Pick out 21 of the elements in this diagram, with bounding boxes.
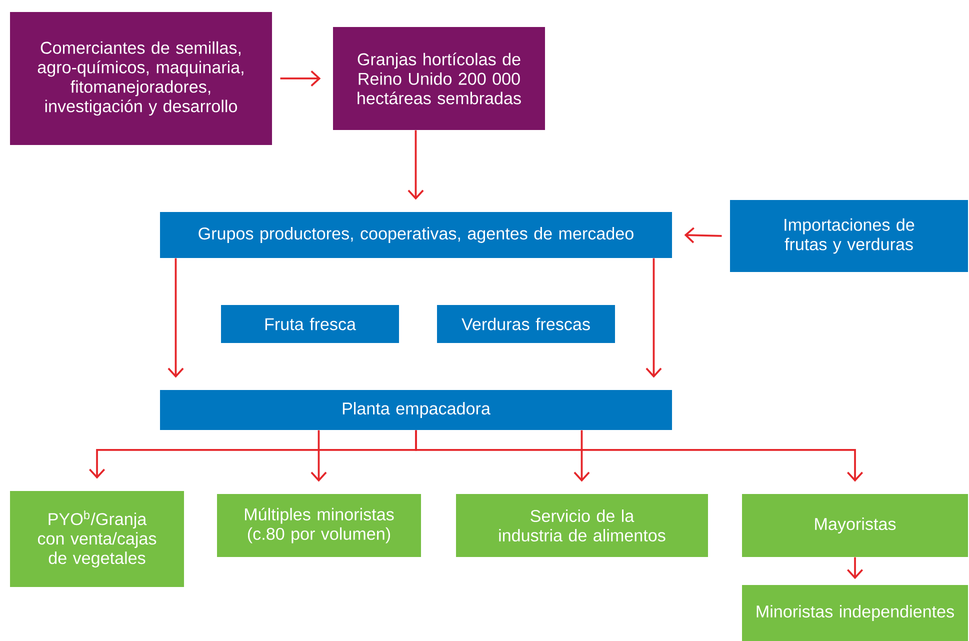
source-box: Comerciantes de semillas, agro-químicos, maquinaria, fitomanejoradores, investigación y desarrollo	[10, 12, 272, 145]
arrow	[684, 227, 722, 244]
process-box: Verduras frescas	[437, 305, 615, 343]
outlet-box: PYO$^{b}$/Granja con venta/cajas de vegetales	[10, 491, 184, 587]
outlet-box: Servicio de la industria de alimentos	[456, 494, 708, 557]
arrow	[408, 130, 424, 200]
outlet-box: Múltiples minoristas (c.80 por volumen)	[217, 494, 421, 557]
process-box: Fruta fresca	[221, 305, 399, 343]
outlet-box: Minoristas independientes	[742, 585, 968, 641]
outlet-box: Mayoristas	[742, 494, 968, 557]
arrow	[846, 557, 864, 580]
arrow	[646, 258, 662, 378]
arrow	[310, 430, 327, 482]
arrow	[574, 430, 590, 482]
source-box: Granjas hortícolas de Reino Unido 200 000 hectáreas sembradas	[333, 27, 545, 130]
process-box: Grupos productores, cooperativas, agentes de mercadeo	[160, 212, 672, 258]
process-box: Importaciones de frutas y verduras	[730, 200, 968, 272]
process-box: Planta empacadora	[160, 390, 672, 430]
arrow	[415, 430, 864, 482]
arrow	[168, 258, 184, 378]
arrow	[280, 70, 321, 87]
